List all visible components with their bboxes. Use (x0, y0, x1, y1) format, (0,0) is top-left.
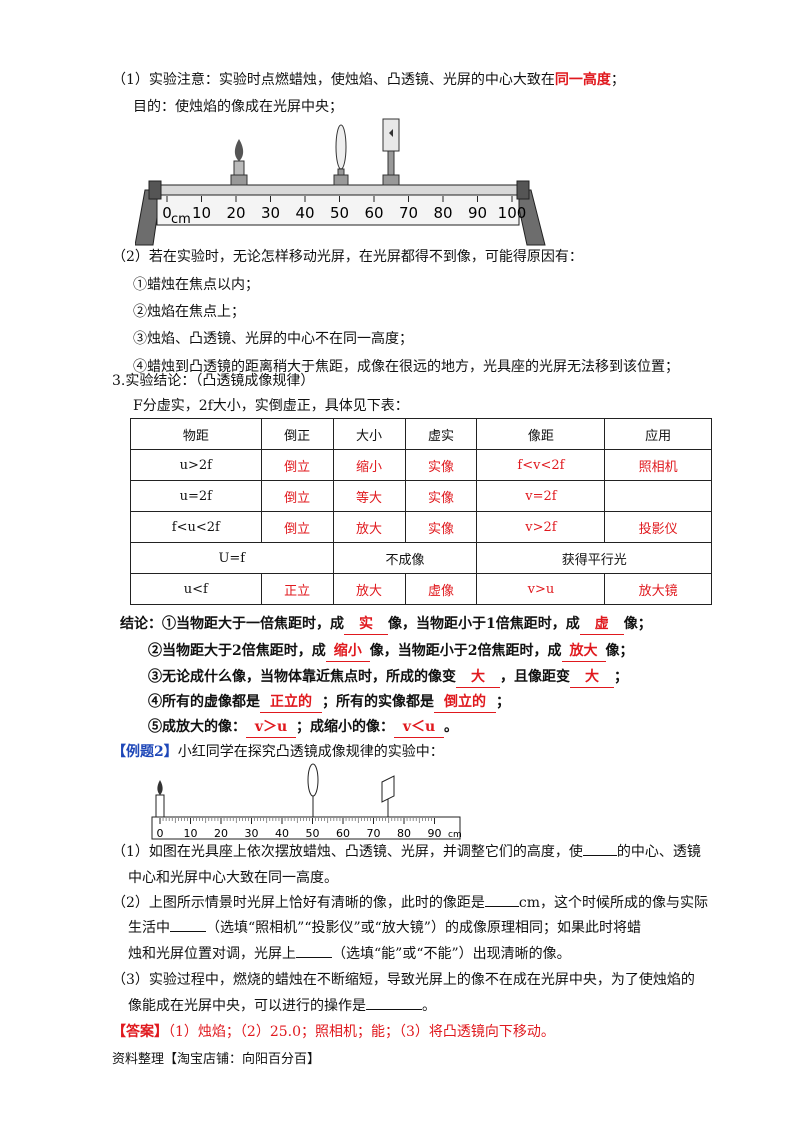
reason-4: ④蜡烛到凸透镜的距离稍大于焦距，成像在很远的地方，光具座的光屏无法移到该位置； (133, 359, 679, 375)
scale-label: 40 (295, 204, 314, 222)
sec3-title: 3.实验结论：（凸透镜成像规律） (112, 373, 315, 389)
note-line: （1）实验注意：实验时点燃蜡烛，使烛焰、凸透镜、光屏的中心大致在同一高度； (112, 72, 625, 88)
conclusion-4: ④所有的虚像都是正立的；所有的实像都是倒立的； (148, 692, 510, 713)
scale-label: 80 (397, 827, 411, 840)
scale-label: 40 (275, 827, 289, 840)
example-tag: 【例题2】 (112, 744, 178, 760)
blank-4[interactable] (296, 957, 332, 958)
blank-3[interactable] (170, 931, 206, 932)
optical-bench-figure-1: 0 10 20 30 40 50 60 70 80 90 100 cm (135, 118, 546, 246)
candle (230, 139, 248, 186)
reason-3: ③烛焰、凸透镜、光屏的中心不在同一高度； (133, 331, 413, 347)
scale-label: 50 (330, 204, 349, 222)
scale-label: 0 (162, 204, 172, 222)
scale-label: 60 (364, 204, 383, 222)
reason-1: ①蜡烛在焦点以内； (133, 277, 259, 293)
bench-1-scale: 0 10 20 30 40 50 60 70 80 90 100 cm (162, 196, 526, 227)
table-row: u=2f 倒立 等大 实像 v=2f (130, 480, 712, 512)
conclusion-5: ⑤成放大的像：v＞u；成缩小的像：v＜u。 (148, 717, 458, 738)
scale-unit: cm (171, 212, 191, 227)
question-2-line-2: 生活中（选填“照相机”“投影仪”或“放大镜”）的成像原理相同；如果此时将蜡 (128, 920, 641, 936)
scale-label: 30 (261, 204, 280, 222)
convex-lens-2 (307, 763, 319, 817)
scale-label: 30 (245, 827, 259, 840)
scale-rule (151, 816, 461, 840)
table-row: u>2f 倒立 缩小 实像 f<v<2f 照相机 (130, 449, 712, 481)
scale-unit: cm (448, 830, 462, 840)
bench-2-scale: 0 10 20 30 40 50 60 70 80 90 cm (157, 818, 462, 840)
scale-label: 60 (336, 827, 350, 840)
example-heading: 【例题2】小红同学在探究凸透镜成像规律的实验中： (112, 744, 444, 760)
sec3-intro: F分虚实，2f大小，实倒虚正，具体见下表： (133, 398, 409, 414)
scale-label: 100 (498, 204, 527, 222)
question-1-line-2: 中心和光屏中心大致在同一高度。 (128, 870, 338, 886)
scale-label: 90 (468, 204, 487, 222)
footer-note: 资料整理【淘宝店铺：向阳百分百】 (112, 1052, 321, 1067)
note-text: （1）实验注意：实验时点燃蜡烛，使烛焰、凸透镜、光屏的中心大致在 (112, 72, 555, 88)
convex-lens (333, 124, 349, 186)
table-row: u<f 正立 放大 虚像 v>u 放大镜 (130, 573, 712, 605)
purpose-line: 目的：使烛焰的像成在光屏中央； (133, 99, 343, 115)
blank-1[interactable] (582, 855, 617, 856)
scale-label: 20 (226, 204, 245, 222)
scale-label: 50 (306, 827, 320, 840)
answer-tag: 【答案】 (112, 1024, 168, 1040)
answer-line: 【答案】（1）烛焰；（2）25.0；照相机；能；（3）将凸透镜向下移动。 (112, 1022, 555, 1042)
table-header-row: 物距 倒正 大小 虚实 像距 应用 (130, 418, 712, 450)
scale-label: 10 (192, 204, 211, 222)
conclusion-2: ②当物距大于2倍焦距时，成缩小像，当物距小于2倍焦距时，成放大像； (148, 641, 634, 662)
note-highlight: 同一高度 (554, 72, 611, 88)
answer-text: （1）烛焰；（2）25.0；照相机；能；（3）将凸透镜向下移动。 (168, 1024, 555, 1040)
scale-label: 70 (399, 204, 418, 222)
optical-bench-figure-2: 0 10 20 30 40 50 60 70 80 90 cm (151, 763, 462, 840)
blank-5[interactable] (366, 1009, 422, 1010)
light-screen-2 (381, 775, 395, 817)
question-3-line-2: 像能成在光屏中央，可以进行的操作是。 (128, 998, 436, 1014)
question-3-line-1: （3）实验过程中，燃烧的蜡烛在不断缩短，导致光屏上的像不在成在光屏中央，为了使烛… (112, 972, 695, 988)
conclusion-1: 结论：①当物距大于一倍焦距时，成实像，当物距小于1倍焦距时，成虚像； (120, 614, 652, 635)
bench-rail-top (152, 184, 524, 196)
blank-2[interactable] (484, 906, 519, 907)
table-row: f<u<2f 倒立 放大 实像 v>2f 投影仪 (130, 511, 712, 543)
question-2-line-3: 烛和光屏位置对调，光屏上（选填“能”或“不能”）出现清晰的像。 (128, 946, 571, 962)
question-1-line-1: （1）如图在光具座上依次摆放蜡烛、凸透镜、光屏，并调整它们的高度，使的中心、透镜 (112, 844, 701, 860)
bench-rail-scale (156, 194, 520, 226)
light-screen (382, 118, 400, 186)
lens-imaging-table: 物距 倒正 大小 虚实 像距 应用 u>2f 倒立 缩小 实像 f<v<2f 照… (130, 418, 712, 605)
scale-label: 70 (367, 827, 381, 840)
scale-label: 20 (214, 827, 228, 840)
scale-label: 10 (184, 827, 198, 840)
sec2-title: （2）若在实验时，无论怎样移动光屏，在光屏都得不到像，可能得原因有： (112, 249, 583, 265)
scale-label: 90 (428, 827, 442, 840)
candle-2 (155, 780, 165, 818)
conclusion-3: ③无论成什么像，当物体靠近焦点时，所成的像变大，且像距变大； (148, 667, 628, 688)
scale-label: 0 (157, 827, 164, 840)
table-row-special: U=f 不成像 获得平行光 (130, 542, 712, 574)
reason-2: ②烛焰在焦点上； (133, 304, 245, 320)
flame-icon (234, 139, 244, 161)
flame-icon (157, 780, 163, 795)
scale-label: 80 (433, 204, 452, 222)
